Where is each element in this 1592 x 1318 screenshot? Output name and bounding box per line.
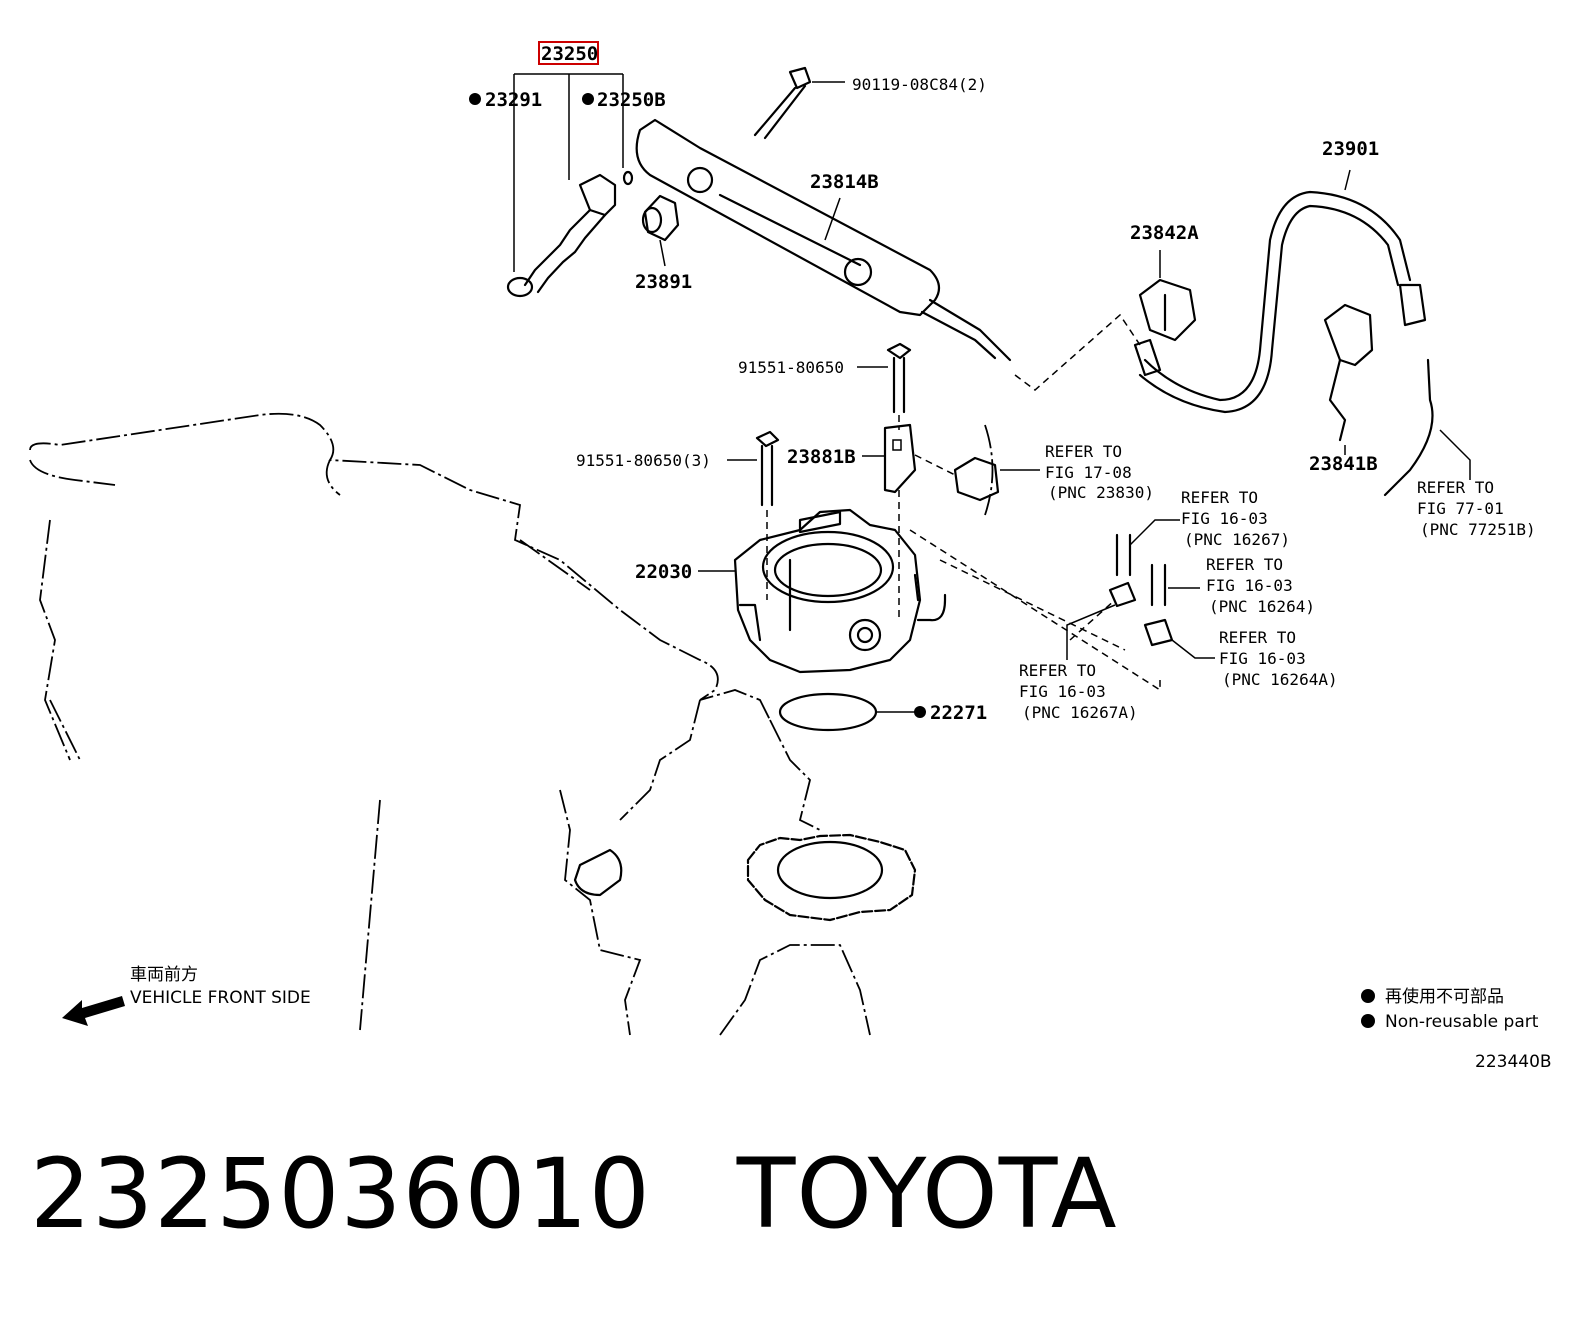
label-22030: 22030 bbox=[635, 561, 692, 583]
label-bracket-23250 bbox=[513, 73, 624, 272]
vehicle-front-en: VEHICLE FRONT SIDE bbox=[130, 988, 311, 1008]
legend-en: Non-reusable part bbox=[1385, 1012, 1539, 1032]
dashed-hose-routes bbox=[909, 529, 1161, 692]
bolt-91551-triple[interactable] bbox=[727, 430, 780, 507]
clamp-23841b[interactable] bbox=[1323, 303, 1374, 455]
svg-text:FIG 77-01: FIG 77-01 bbox=[1417, 499, 1504, 518]
refer-fig-16-03-16264: REFER TO FIG 16-03 (PNC 16264) bbox=[1206, 555, 1315, 616]
svg-text:REFER TO: REFER TO bbox=[1181, 488, 1258, 507]
label-23841b: 23841B bbox=[1309, 453, 1378, 475]
refer-fig-17-08: REFER TO FIG 17-08 (PNC 23830) bbox=[1045, 442, 1154, 502]
vehicle-front-jp: 車両前方 bbox=[130, 965, 198, 985]
label-23901: 23901 bbox=[1322, 138, 1379, 160]
refer-fig-16-03-16267a: REFER TO FIG 16-03 (PNC 16267A) bbox=[1019, 661, 1138, 722]
legend-jp: 再使用不可部品 bbox=[1385, 986, 1504, 1007]
vehicle-front-indicator: 車両前方 VEHICLE FRONT SIDE bbox=[62, 965, 311, 1026]
non-reusable-dot-23250b bbox=[582, 93, 594, 105]
fuel-injector[interactable] bbox=[506, 170, 634, 298]
svg-text:FIG 16-03: FIG 16-03 bbox=[1181, 509, 1268, 528]
legend: 再使用不可部品 Non-reusable part bbox=[1361, 986, 1539, 1032]
bullet-icon bbox=[1361, 1014, 1375, 1028]
label-90119: 90119-08C84(2) bbox=[852, 75, 987, 94]
refer-fig-16-03-16267: REFER TO FIG 16-03 (PNC 16267) bbox=[1181, 488, 1290, 549]
label-23250b: 23250B bbox=[597, 89, 666, 111]
svg-text:(PNC 77251B): (PNC 77251B) bbox=[1420, 520, 1536, 539]
svg-text:REFER TO: REFER TO bbox=[1019, 661, 1096, 680]
fuel-hose[interactable] bbox=[1133, 169, 1427, 414]
label-91551-triple: 91551-80650(3) bbox=[576, 451, 711, 470]
svg-text:FIG 16-03: FIG 16-03 bbox=[1019, 682, 1106, 701]
label-23881b: 23881B bbox=[787, 446, 856, 468]
bracket-23881b[interactable] bbox=[862, 423, 917, 494]
clip-16267a bbox=[1066, 581, 1137, 660]
connector-17-08 bbox=[914, 424, 1040, 516]
label-91551-single: 91551-80650 bbox=[738, 358, 844, 377]
gasket-22271[interactable] bbox=[778, 692, 926, 732]
dashed-bolt-axis bbox=[766, 415, 900, 620]
tube-77-01 bbox=[1383, 358, 1434, 497]
svg-text:REFER TO: REFER TO bbox=[1219, 628, 1296, 647]
svg-text:(PNC 23830): (PNC 23830) bbox=[1048, 483, 1154, 502]
svg-text:(PNC 16264): (PNC 16264) bbox=[1209, 597, 1315, 616]
part-number: 2325036010 bbox=[30, 1138, 651, 1250]
svg-text:(PNC 16264A): (PNC 16264A) bbox=[1222, 670, 1338, 689]
svg-text:REFER TO: REFER TO bbox=[1206, 555, 1283, 574]
clip-16264a bbox=[1143, 618, 1215, 659]
spacer-23891[interactable] bbox=[641, 194, 680, 267]
svg-text:REFER TO: REFER TO bbox=[1045, 442, 1122, 461]
svg-text:(PNC 16267A): (PNC 16267A) bbox=[1022, 703, 1138, 722]
label-23250: 23250 bbox=[541, 43, 598, 65]
front-arrow-icon bbox=[62, 996, 125, 1026]
label-23291: 23291 bbox=[485, 89, 542, 111]
label-22271: 22271 bbox=[930, 702, 987, 724]
part-labels: 23250 23291 23250B 90119-08C84(2) 23814B… bbox=[469, 43, 1379, 724]
svg-text:FIG 17-08: FIG 17-08 bbox=[1045, 463, 1132, 482]
svg-text:FIG 16-03: FIG 16-03 bbox=[1206, 576, 1293, 595]
bolt-90119[interactable] bbox=[753, 66, 845, 140]
label-23842a: 23842A bbox=[1130, 222, 1199, 244]
part-title: 2325036010 TOYOTA bbox=[30, 1138, 1118, 1250]
refer-fig-77-01: REFER TO FIG 77-01 (PNC 77251B) bbox=[1417, 478, 1536, 539]
svg-text:FIG 16-03: FIG 16-03 bbox=[1219, 649, 1306, 668]
svg-text:REFER TO: REFER TO bbox=[1417, 478, 1494, 497]
hose-16264 bbox=[1150, 563, 1200, 607]
intake-flange bbox=[573, 833, 917, 922]
leader-23814b bbox=[824, 197, 841, 241]
bolt-91551-single[interactable] bbox=[857, 342, 912, 414]
engine-outline bbox=[29, 412, 871, 1036]
highlight-box-23250 bbox=[538, 41, 599, 65]
clamp-23842a[interactable] bbox=[1138, 250, 1197, 342]
fuel-rail[interactable] bbox=[635, 118, 1012, 362]
non-reusable-dot-23291 bbox=[469, 93, 481, 105]
refer-fig-16-03-16264a: REFER TO FIG 16-03 (PNC 16264A) bbox=[1219, 628, 1338, 689]
hose-16267 bbox=[1115, 519, 1180, 577]
diagram-code: 223440B bbox=[1475, 1052, 1552, 1072]
svg-text:(PNC 16267): (PNC 16267) bbox=[1184, 530, 1290, 549]
label-23814b: 23814B bbox=[810, 171, 879, 193]
brand-name: TOYOTA bbox=[736, 1138, 1118, 1250]
dashed-link-rail-hose bbox=[1014, 313, 1141, 391]
label-23891: 23891 bbox=[635, 271, 692, 293]
leader-77-01 bbox=[1439, 429, 1471, 480]
throttle-body[interactable] bbox=[698, 508, 947, 674]
bullet-icon bbox=[1361, 989, 1375, 1003]
